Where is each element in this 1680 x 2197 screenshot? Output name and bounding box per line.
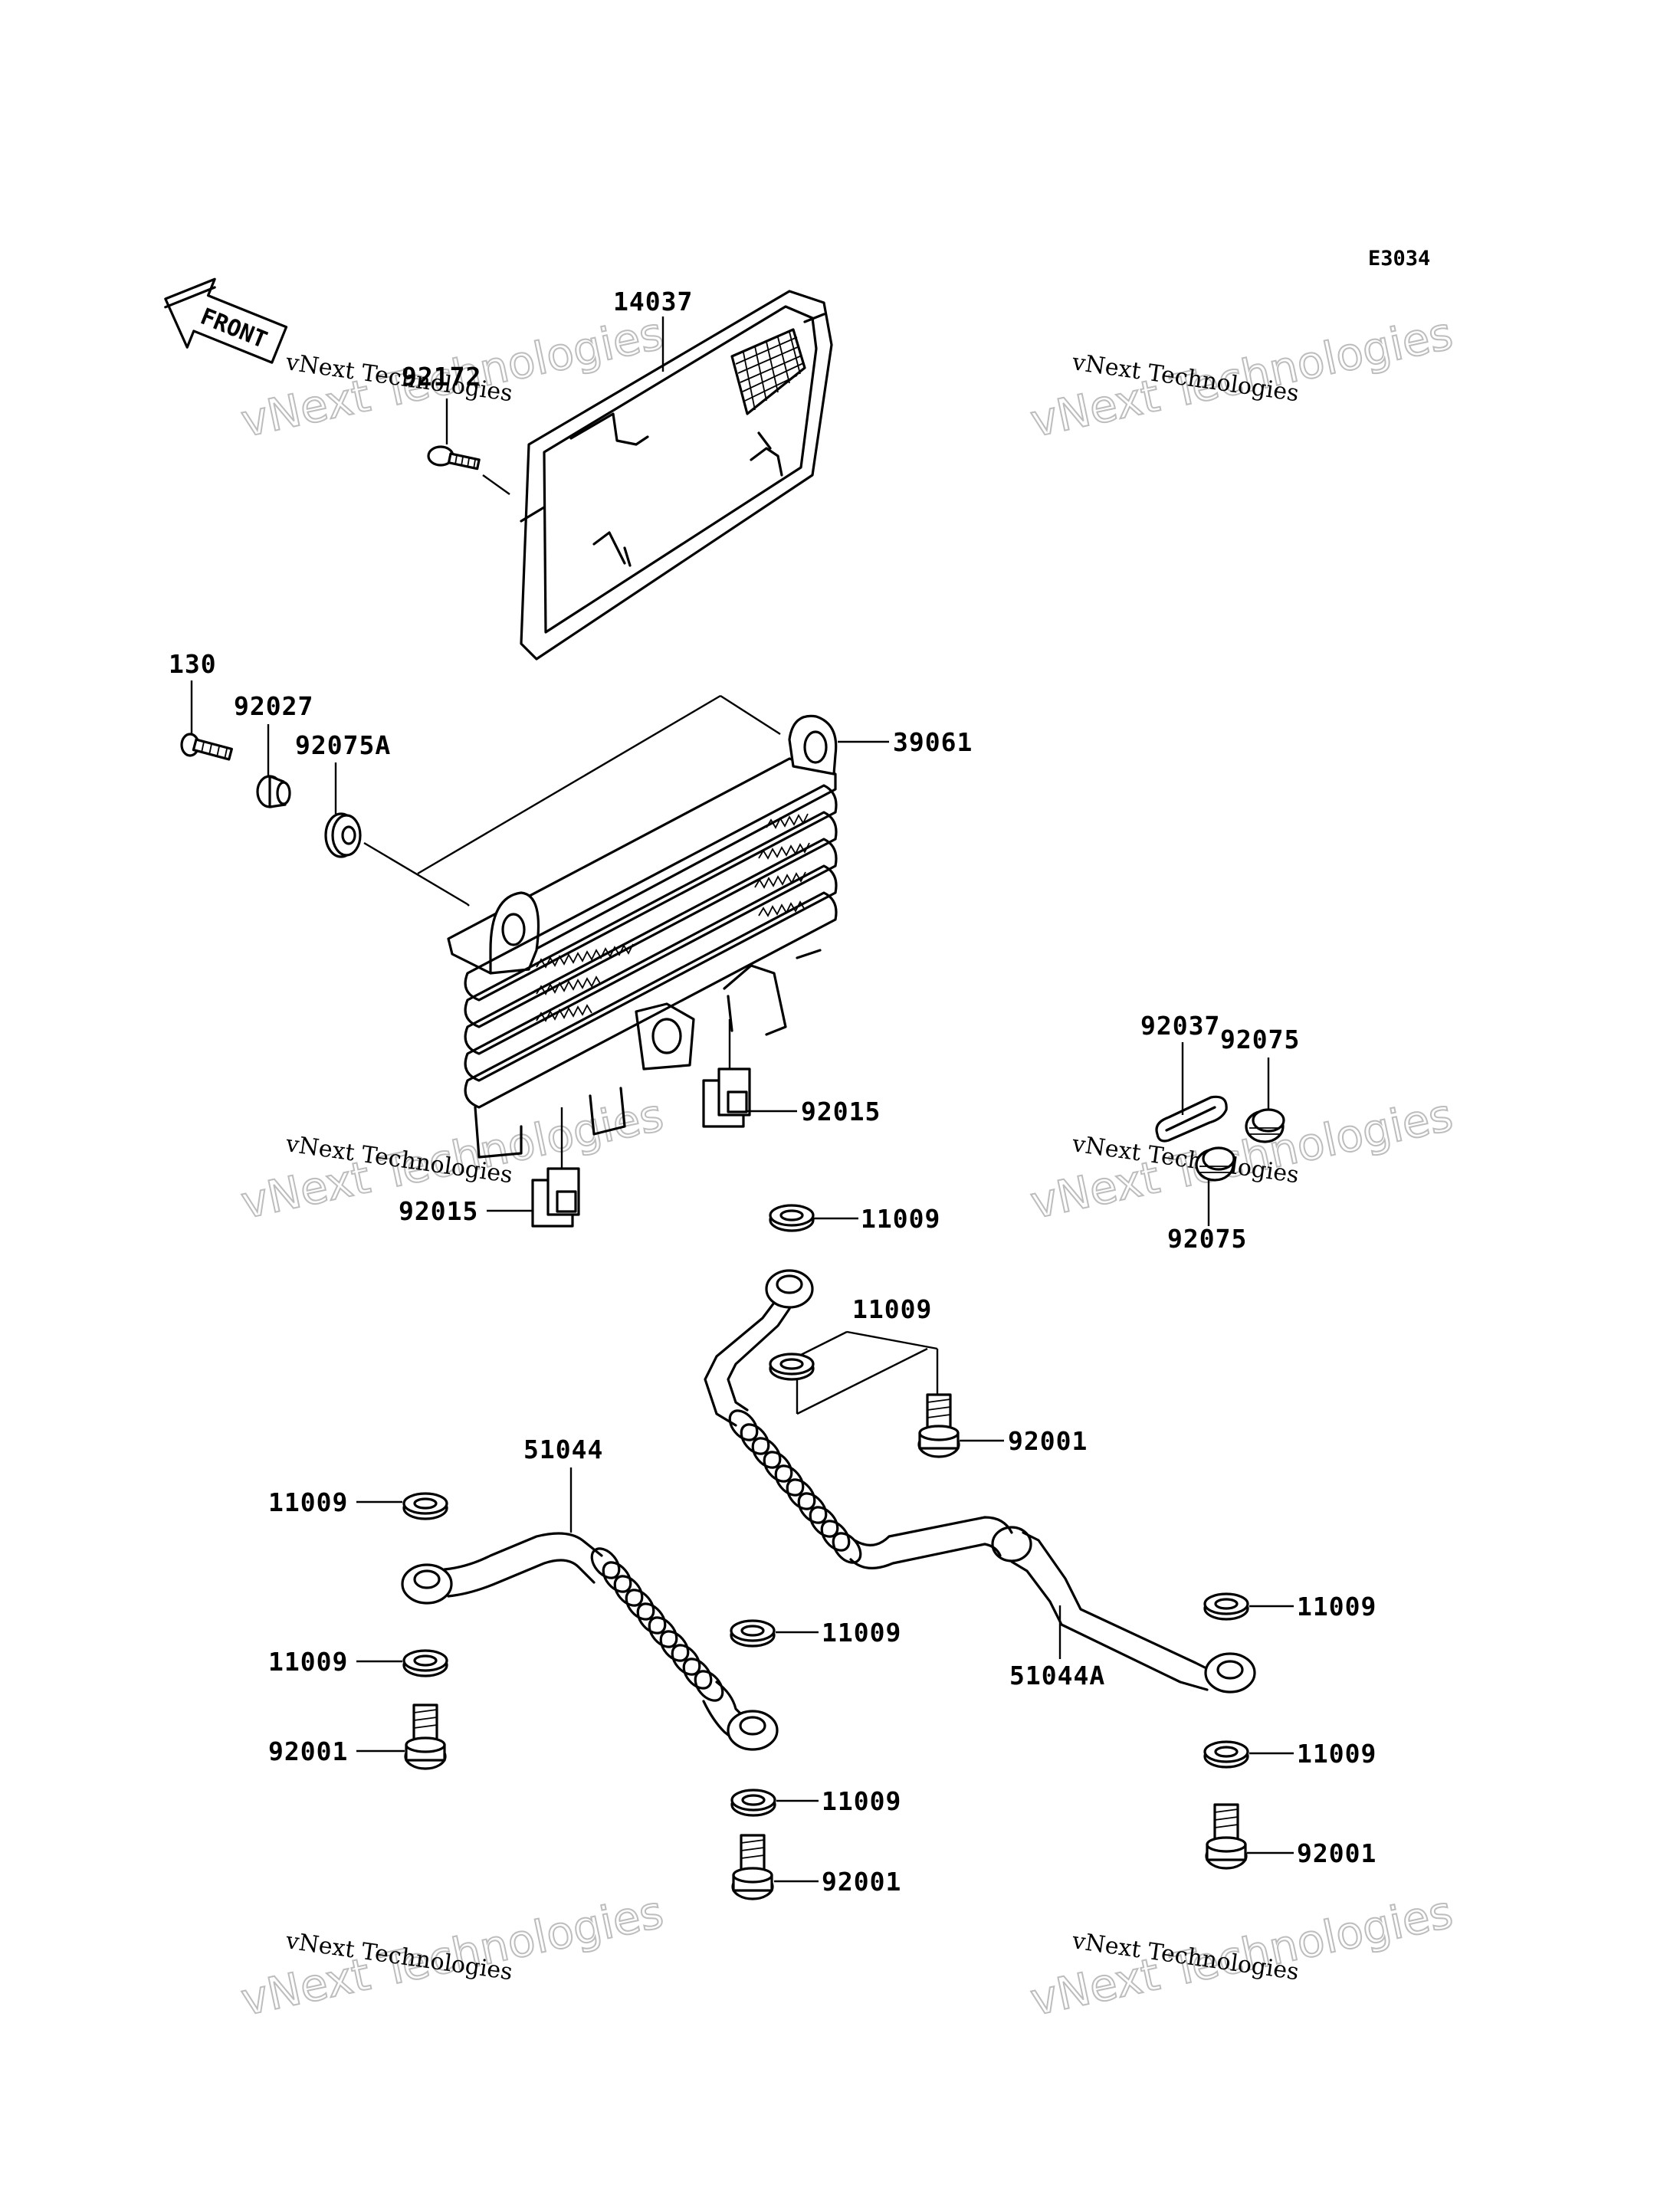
leader-39061-d: [417, 694, 721, 875]
label-92001-left: 92001: [268, 1736, 348, 1766]
label-11009-top: 11009: [861, 1204, 940, 1234]
label-130: 130: [169, 649, 217, 679]
banjo-bolt-92001-left: [404, 1703, 447, 1770]
leader-92075A-b: [363, 841, 468, 906]
label-11009-left-2: 11009: [268, 1647, 348, 1677]
leader-11009-mid-e: [796, 1347, 928, 1415]
label-14037: 14037: [613, 287, 693, 316]
washer-11009-left-1: [402, 1492, 448, 1520]
label-11009-mid: 11009: [852, 1294, 932, 1324]
banjo-bolt-92001-right: [1205, 1803, 1248, 1870]
label-11009-center: 11009: [822, 1618, 901, 1648]
washer-11009-right-2: [1203, 1740, 1249, 1769]
cooler-tubes: [464, 784, 838, 1109]
oil-cooler-39061: [447, 714, 838, 1159]
label-92001-bottom: 92001: [822, 1867, 901, 1897]
front-arrow-icon: FRONT: [164, 277, 288, 364]
label-92015-right: 92015: [801, 1097, 881, 1126]
hose-spring-left: [590, 1547, 724, 1702]
label-92015-left: 92015: [399, 1196, 478, 1226]
leader-11009-mid-b: [846, 1330, 938, 1350]
label-92037: 92037: [1140, 1011, 1220, 1041]
clip-92015-left: [531, 1167, 580, 1228]
label-92075A: 92075A: [295, 730, 391, 760]
banjo-bolt-92001-bottom: [731, 1834, 774, 1900]
label-11009-right-1: 11009: [1297, 1592, 1376, 1622]
label-92001-right: 92001: [1297, 1838, 1376, 1868]
label-11009-bottom: 11009: [822, 1786, 901, 1816]
leader-39061-b: [467, 903, 470, 907]
diagram-code: E3034: [1368, 247, 1430, 271]
damper-92075-bottom: [1195, 1146, 1235, 1182]
clip-92015-right: [702, 1067, 751, 1128]
washer-11009-mid: [769, 1353, 815, 1381]
washer-11009-top: [769, 1204, 815, 1232]
watermark-middle-right: vNext Technologies vNext Technologies: [1025, 1088, 1458, 1230]
label-92172: 92172: [402, 362, 481, 392]
label-51044: 51044: [523, 1435, 603, 1464]
label-92075-top: 92075: [1220, 1025, 1300, 1054]
label-51044A: 51044A: [1009, 1661, 1105, 1690]
leader-11009-mid-a: [800, 1330, 848, 1356]
washer-11009-right-1: [1203, 1592, 1249, 1621]
watermark-bottom-right: vNext Technologies vNext Technologies: [1025, 1885, 1458, 2027]
screw-92172: [427, 445, 481, 471]
collar-92027: [256, 775, 291, 808]
screen-mesh: [730, 328, 806, 415]
label-92001-top: 92001: [1008, 1426, 1088, 1456]
banjo-bolt-92001-top: [917, 1393, 960, 1458]
leader-39061-c: [720, 694, 781, 736]
grommet-92075A: [324, 812, 362, 858]
washer-11009-left-2: [402, 1649, 448, 1677]
label-92027: 92027: [234, 691, 313, 721]
watermark-bottom-left: vNext Technologies vNext Technologies: [236, 1885, 668, 2027]
oil-cooler-screen-14037: [520, 290, 833, 661]
oil-hose-51044: [401, 1532, 779, 1751]
label-92075-bottom: 92075: [1167, 1224, 1247, 1254]
washer-11009-center: [730, 1619, 776, 1648]
band-92037: [1155, 1095, 1228, 1143]
label-11009-left-1: 11009: [268, 1487, 348, 1517]
bolt-130: [180, 733, 233, 761]
hose-spring-right: [728, 1409, 862, 1564]
cooler-fins: [536, 943, 634, 969]
label-11009-right-2: 11009: [1297, 1739, 1376, 1769]
oil-hose-51044A: [704, 1269, 1256, 1694]
leader-92172-b: [482, 474, 510, 495]
damper-92075-top: [1245, 1108, 1285, 1143]
washer-11009-bottom: [730, 1789, 776, 1817]
label-39061: 39061: [893, 727, 973, 757]
watermark-top-right: vNext Technologies vNext Technologies: [1025, 307, 1458, 448]
